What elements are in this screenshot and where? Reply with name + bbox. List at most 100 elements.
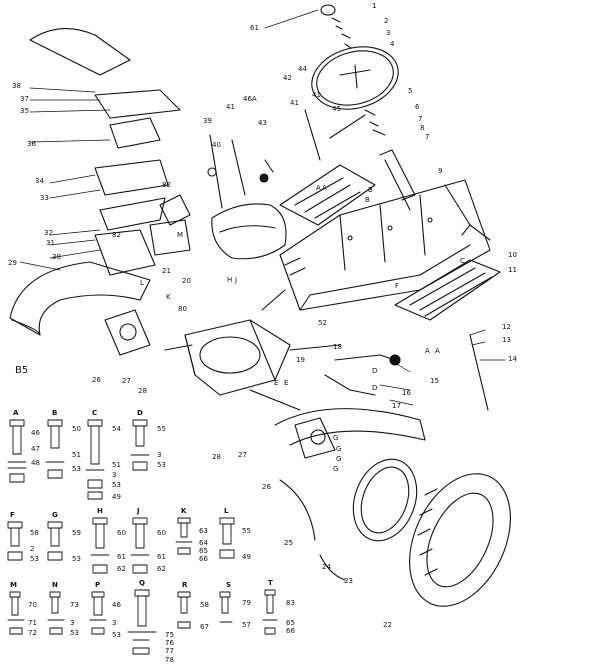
hardware-letter: T xyxy=(268,579,273,587)
hardware-part: 83 xyxy=(286,599,295,607)
linkage-parts xyxy=(29,28,191,276)
hardware-part: 49 xyxy=(112,493,121,501)
callout: 22 xyxy=(383,621,392,629)
hardware-part: 79 xyxy=(242,599,251,607)
callout: E xyxy=(284,379,289,387)
callout: 41 xyxy=(312,91,321,99)
steering-wheel xyxy=(311,4,399,110)
callout: 7 xyxy=(418,115,423,123)
leader-lines xyxy=(19,9,506,406)
hardware-part: 60 xyxy=(157,529,166,537)
callout: 39 xyxy=(203,117,212,125)
hardware-part: 62 xyxy=(117,565,126,573)
wheel-rim xyxy=(352,458,418,542)
hardware-part: 60 xyxy=(117,529,126,537)
hardware-part: 59 xyxy=(72,529,81,537)
hardware-part: 53 xyxy=(70,629,79,637)
hardware-part: 50 xyxy=(72,425,81,433)
hardware-part: 66 xyxy=(286,627,295,635)
hardware-part: 53 xyxy=(157,461,166,469)
callout: A xyxy=(322,184,327,192)
hardware-part: 58 xyxy=(30,529,39,537)
callout: 30 xyxy=(52,253,61,261)
callout: 46A xyxy=(243,95,257,103)
hardware-letter: R xyxy=(182,581,188,589)
hardware-part: 55 xyxy=(242,527,251,535)
callout: 28 xyxy=(212,453,221,461)
callout: 15 xyxy=(430,377,439,385)
hardware-part: 66 xyxy=(199,555,208,563)
callout: A xyxy=(425,347,430,355)
rear-fender xyxy=(9,261,151,336)
hardware-part: 51 xyxy=(112,461,121,469)
callout: 12 xyxy=(502,323,511,331)
callout: 2 xyxy=(384,17,389,25)
callout: 41 xyxy=(290,99,299,107)
callout: E xyxy=(274,379,279,387)
callout: 11 xyxy=(508,266,517,274)
hardware-part: 64 xyxy=(199,539,208,547)
hardware-letter: F xyxy=(10,511,15,519)
callout: J xyxy=(235,276,238,284)
callout: M xyxy=(177,231,184,239)
callout: 36 xyxy=(27,140,36,148)
callout: 33 xyxy=(40,194,49,202)
hardware-part: 78 xyxy=(165,656,174,664)
callout: 82 xyxy=(162,181,171,189)
hardware-part: 67 xyxy=(200,623,209,631)
callout: 6 xyxy=(415,103,420,111)
hardware-part: 3 xyxy=(70,619,75,627)
hardware-part: 65 xyxy=(199,547,208,555)
hardware-part: 61 xyxy=(117,553,126,561)
hardware-letter: N xyxy=(52,581,58,589)
hardware-part: 51 xyxy=(72,451,81,459)
wheel-well xyxy=(274,408,426,581)
callout: 14 xyxy=(508,355,517,363)
callout: 45 xyxy=(332,105,341,113)
callout: G xyxy=(333,434,339,442)
hardware-part: 53 xyxy=(72,555,81,563)
callout: 21 xyxy=(162,267,171,275)
callout: 8 xyxy=(420,124,425,132)
callout: 27 xyxy=(122,377,131,385)
callout: D xyxy=(372,367,378,375)
callout: 41 xyxy=(226,103,235,111)
callout: K xyxy=(166,293,171,301)
callout: 61 xyxy=(250,24,259,32)
callout: 25 xyxy=(284,539,293,547)
hardware-letter: S xyxy=(226,581,232,589)
callout: 24 xyxy=(322,563,331,571)
callout: 1 xyxy=(372,2,377,10)
right-footrest xyxy=(394,259,501,321)
section-label: B5 xyxy=(15,365,29,376)
left-footrest xyxy=(279,164,376,226)
callout: 80 xyxy=(178,305,187,313)
hardware-part: 53 xyxy=(112,631,121,639)
callout: 27 xyxy=(238,451,247,459)
hardware-part: 72 xyxy=(28,629,37,637)
hardware-part: 49 xyxy=(242,553,251,561)
callout: 26 xyxy=(262,483,271,491)
callout: B xyxy=(368,186,373,194)
callout: 38 xyxy=(12,82,21,90)
seat xyxy=(211,203,287,260)
callout: 23 xyxy=(344,577,353,585)
hardware-letter: Q xyxy=(139,579,145,587)
callout: 31 xyxy=(46,239,55,247)
callout: B xyxy=(365,196,370,204)
tire xyxy=(409,473,511,607)
callout: A xyxy=(316,184,321,192)
callout: 16 xyxy=(402,389,411,397)
callout: 37 xyxy=(20,95,29,103)
hardware-letter: K xyxy=(181,507,187,515)
hardware-part: 53 xyxy=(30,555,39,563)
callout: 34 xyxy=(35,177,44,185)
hardware-part: 62 xyxy=(157,565,166,573)
hardware-part: 58 xyxy=(200,601,209,609)
callout: 20 xyxy=(182,277,191,285)
callout: D xyxy=(372,384,378,392)
callout: 42 xyxy=(283,74,292,82)
hardware-letter: M xyxy=(10,581,17,589)
hardware-part: 46 xyxy=(112,601,121,609)
hardware-illustrations xyxy=(7,419,278,655)
